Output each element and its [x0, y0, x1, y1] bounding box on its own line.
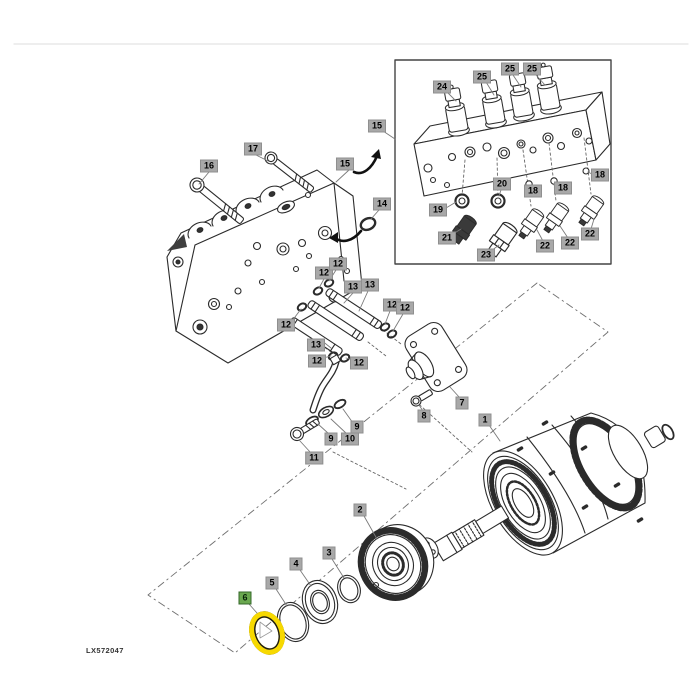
bolt-17[interactable] [263, 150, 316, 195]
callout-13[interactable]: 13 [343, 280, 363, 294]
callout-11[interactable]: 11 [305, 451, 323, 465]
callout-18[interactable]: 18 [553, 181, 573, 195]
callout-12[interactable]: 12 [314, 266, 334, 280]
detail-view-arrow [352, 149, 381, 175]
callout-21[interactable]: 21 [437, 231, 457, 245]
selection-cursor-icon [259, 621, 273, 639]
callout-17[interactable]: 17 [243, 142, 263, 156]
callout-23[interactable]: 23 [476, 248, 496, 262]
callout-15[interactable]: 15 [335, 157, 355, 171]
valve-block[interactable] [166, 169, 363, 364]
o-ring-6-highlighted[interactable] [244, 607, 290, 659]
bolt-16[interactable] [187, 175, 246, 227]
callout-13[interactable]: 13 [360, 278, 380, 292]
inset-detail-box[interactable] [394, 59, 612, 265]
block-end-shadow [167, 234, 187, 251]
callout-18[interactable]: 18 [590, 168, 610, 182]
sensor-22a [518, 208, 545, 240]
callout-24[interactable]: 24 [432, 80, 452, 94]
callout-22[interactable]: 22 [580, 227, 600, 241]
cover-plate-7[interactable] [391, 319, 471, 402]
callout-20[interactable]: 20 [492, 177, 512, 191]
snap-ring-3[interactable] [334, 572, 364, 606]
ring-5[interactable] [272, 598, 314, 646]
callout-25[interactable]: 25 [522, 62, 542, 76]
washer-9b [333, 398, 347, 410]
callout-25[interactable]: 25 [472, 70, 492, 84]
callout-12[interactable]: 12 [328, 257, 348, 271]
bolt-8[interactable] [409, 387, 434, 407]
axis-band-dashdot [147, 282, 609, 654]
callout-12[interactable]: 12 [349, 356, 369, 370]
callout-3[interactable]: 3 [322, 546, 336, 560]
callout-16[interactable]: 16 [199, 159, 219, 173]
callout-6[interactable]: 6 [238, 591, 252, 605]
figure-code: LX572047 [86, 646, 124, 655]
o-ring-14-arrow [329, 229, 363, 243]
oil-tubes[interactable] [289, 288, 383, 357]
ball-18c [582, 167, 590, 175]
inset-small-parts [450, 167, 605, 261]
callout-7[interactable]: 7 [455, 396, 469, 410]
callout-9[interactable]: 9 [324, 432, 338, 446]
callout-18[interactable]: 18 [523, 184, 543, 198]
sensor-22b [543, 202, 570, 234]
callout-25[interactable]: 25 [500, 62, 520, 76]
banjo-fitting-10 [317, 405, 335, 419]
valve-cavity-humps [187, 185, 284, 239]
callout-2[interactable]: 2 [353, 503, 367, 517]
drum-slots [516, 420, 644, 523]
callout-19[interactable]: 19 [428, 203, 448, 217]
callout-1[interactable]: 1 [478, 413, 492, 427]
callout-12[interactable]: 12 [276, 318, 296, 332]
callout-15[interactable]: 15 [367, 119, 387, 133]
clutch-assembly-1[interactable] [418, 409, 676, 568]
callout-22[interactable]: 22 [535, 239, 555, 253]
callout-4[interactable]: 4 [289, 557, 303, 571]
callout-10[interactable]: 10 [340, 432, 360, 446]
callout-5[interactable]: 5 [265, 576, 279, 590]
gear-2[interactable] [346, 513, 446, 613]
block-ports [192, 225, 351, 335]
o-ring-14[interactable] [359, 216, 377, 232]
callout-12[interactable]: 12 [307, 354, 327, 368]
callout-14[interactable]: 14 [372, 197, 392, 211]
banjo-bolt-11 [289, 418, 320, 442]
callout-13[interactable]: 13 [306, 338, 326, 352]
highlight-ring-band [249, 611, 285, 655]
callout-12[interactable]: 12 [395, 301, 415, 315]
sensor-22c [578, 195, 605, 227]
bearing-4[interactable] [297, 576, 344, 629]
callout-8[interactable]: 8 [417, 409, 431, 423]
callout-22[interactable]: 22 [560, 236, 580, 250]
callout-leader-lines [198, 74, 595, 614]
banjo-pipe-assembly[interactable] [288, 354, 347, 443]
